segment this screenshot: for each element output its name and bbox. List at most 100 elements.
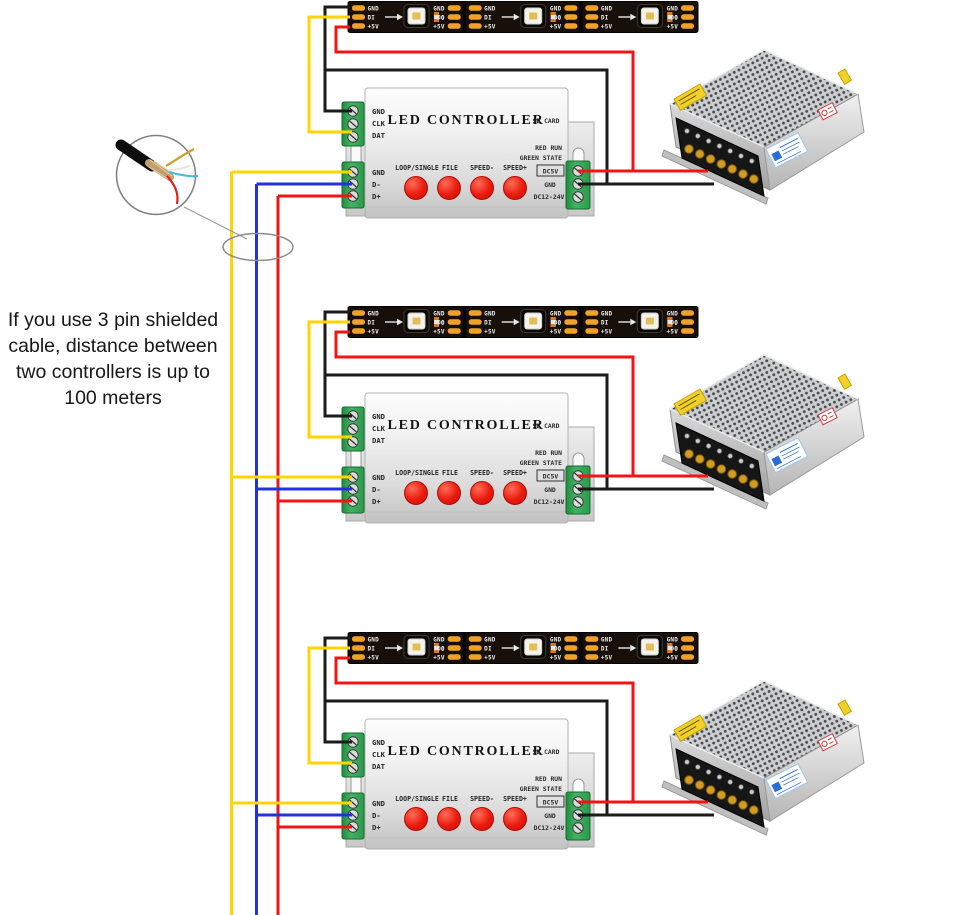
dc5v-box [536,795,565,808]
brand-logo [771,150,783,162]
resistor-cap [667,317,673,320]
pad-do [564,645,578,651]
cert-mark [821,109,828,116]
screw-slot [349,485,357,493]
strip-label-gnd-out: GND [433,637,445,644]
pad-5v-out [447,23,461,29]
button-label-speed-plus: SPEED+ [503,469,527,477]
pad-5v-out [564,23,578,29]
psu-cover-screw [716,448,723,454]
led-die [412,317,421,325]
status-green-label: GREEN STATE [520,785,562,793]
wire-gnd-strip-to-controller [323,5,352,113]
strip-label-5v-out: +5V [550,24,562,31]
label-text-line [779,769,798,779]
label-d-minus: D- [372,485,381,494]
controller-title: LED CONTROLLER [387,744,544,759]
strip-label-gnd-out: GND [667,311,679,318]
pad-5v-out [447,328,461,334]
strip-label-5v-in: +5V [601,24,613,31]
strip-label-gnd-out: GND [550,637,562,644]
psu-terminal-screw [716,159,727,169]
pad-di [585,319,599,325]
screw-slot [349,823,357,831]
strip-label-5v-out: +5V [433,24,445,31]
power-supply [661,680,865,836]
led-die [412,12,421,20]
label-clk: CLK [372,119,386,128]
sections-layer: GND DI +5V 0 GND DO +5V GND DI +5V [231,1,865,850]
psu-cover-screw [695,438,701,444]
label-text-line [783,451,799,460]
resistor-value: 0 [558,647,561,653]
strip-label-5v-out: +5V [433,329,445,336]
button-label-file: FILE [442,469,458,477]
strip-label-5v-in: +5V [484,655,496,662]
screw-slot [349,751,357,759]
button-speed-minus[interactable] [470,176,494,200]
strip-label-di: DI [601,320,609,327]
cert-label-bg [817,102,838,121]
pad-gnd-out [564,5,578,11]
button-speed-plus[interactable] [503,176,527,200]
pad-di [468,645,482,651]
pad-di [468,14,482,20]
psu-model-label [765,762,809,800]
resistor-cap [667,643,673,646]
button-speed-minus[interactable] [470,807,494,831]
psu-terminal-screw [727,795,738,805]
button-speed-plus[interactable] [503,481,527,505]
button-loop-single[interactable] [404,807,428,831]
button-speed-plus[interactable] [503,807,527,831]
psu-cert-label [817,407,838,426]
strip-cut-line [579,632,583,664]
pad-do [447,14,461,20]
note-line-3: two controllers is up to [16,361,210,383]
terminal-data-in [341,732,365,778]
button-file[interactable] [437,176,461,200]
led-strip-segment: GND DI +5V 0 GND DO +5V [585,309,695,336]
label-d-plus: D+ [372,823,381,832]
button-file[interactable] [437,807,461,831]
pad-gnd-in [468,636,482,642]
button-loop-single[interactable] [404,176,428,200]
pad-gnd-out [447,310,461,316]
resistor-value: 0 [674,647,677,653]
psu-edge-highlight [668,354,859,453]
resistor-value: 0 [441,16,444,22]
pad-5v-in [585,654,599,660]
pad-5v-in [468,23,482,29]
cable-callout [115,134,294,262]
resistor-cap [434,324,439,327]
strip-cut-line [462,1,466,33]
button-label-loop-single: LOOP/SINGLE [395,164,439,172]
psu-terminal-screw [705,154,716,164]
button-speed-minus[interactable] [470,481,494,505]
strip-label-di: DI [484,320,492,327]
cable-core-blue [168,170,199,178]
psu-cover-screw [749,463,755,469]
psu-seal-sticker [837,699,853,716]
button-file[interactable] [437,481,461,505]
pad-gnd-out [681,636,695,642]
data-flow-arrowhead [397,644,403,652]
pad-gnd-out [681,310,695,316]
resistor-cap [550,643,556,646]
strip-cut-line [579,306,583,338]
button-label-speed-minus: SPEED- [470,164,494,172]
button-loop-single[interactable] [404,481,428,505]
pad-di [352,14,365,20]
label-text-line [779,138,798,148]
note-text: If you use 3 pin shielded cable, distanc… [8,309,218,409]
led-strip: GND DI +5V 0 GND DO +5V GND DI +5V [347,1,699,33]
resistor [434,317,439,327]
led-strip-segment: GND DI +5V 0 GND DO +5V [352,4,461,31]
strip-label-gnd-in: GND [368,637,380,644]
strip-label-gnd-in: GND [368,6,380,13]
psu-terminal-screw [684,144,694,154]
label-gnd: GND [372,738,385,747]
screw-slot [349,764,357,772]
button-label-speed-plus: SPEED+ [503,164,527,172]
pad-5v-in [468,654,482,660]
label-gnd2: GND [372,799,385,808]
